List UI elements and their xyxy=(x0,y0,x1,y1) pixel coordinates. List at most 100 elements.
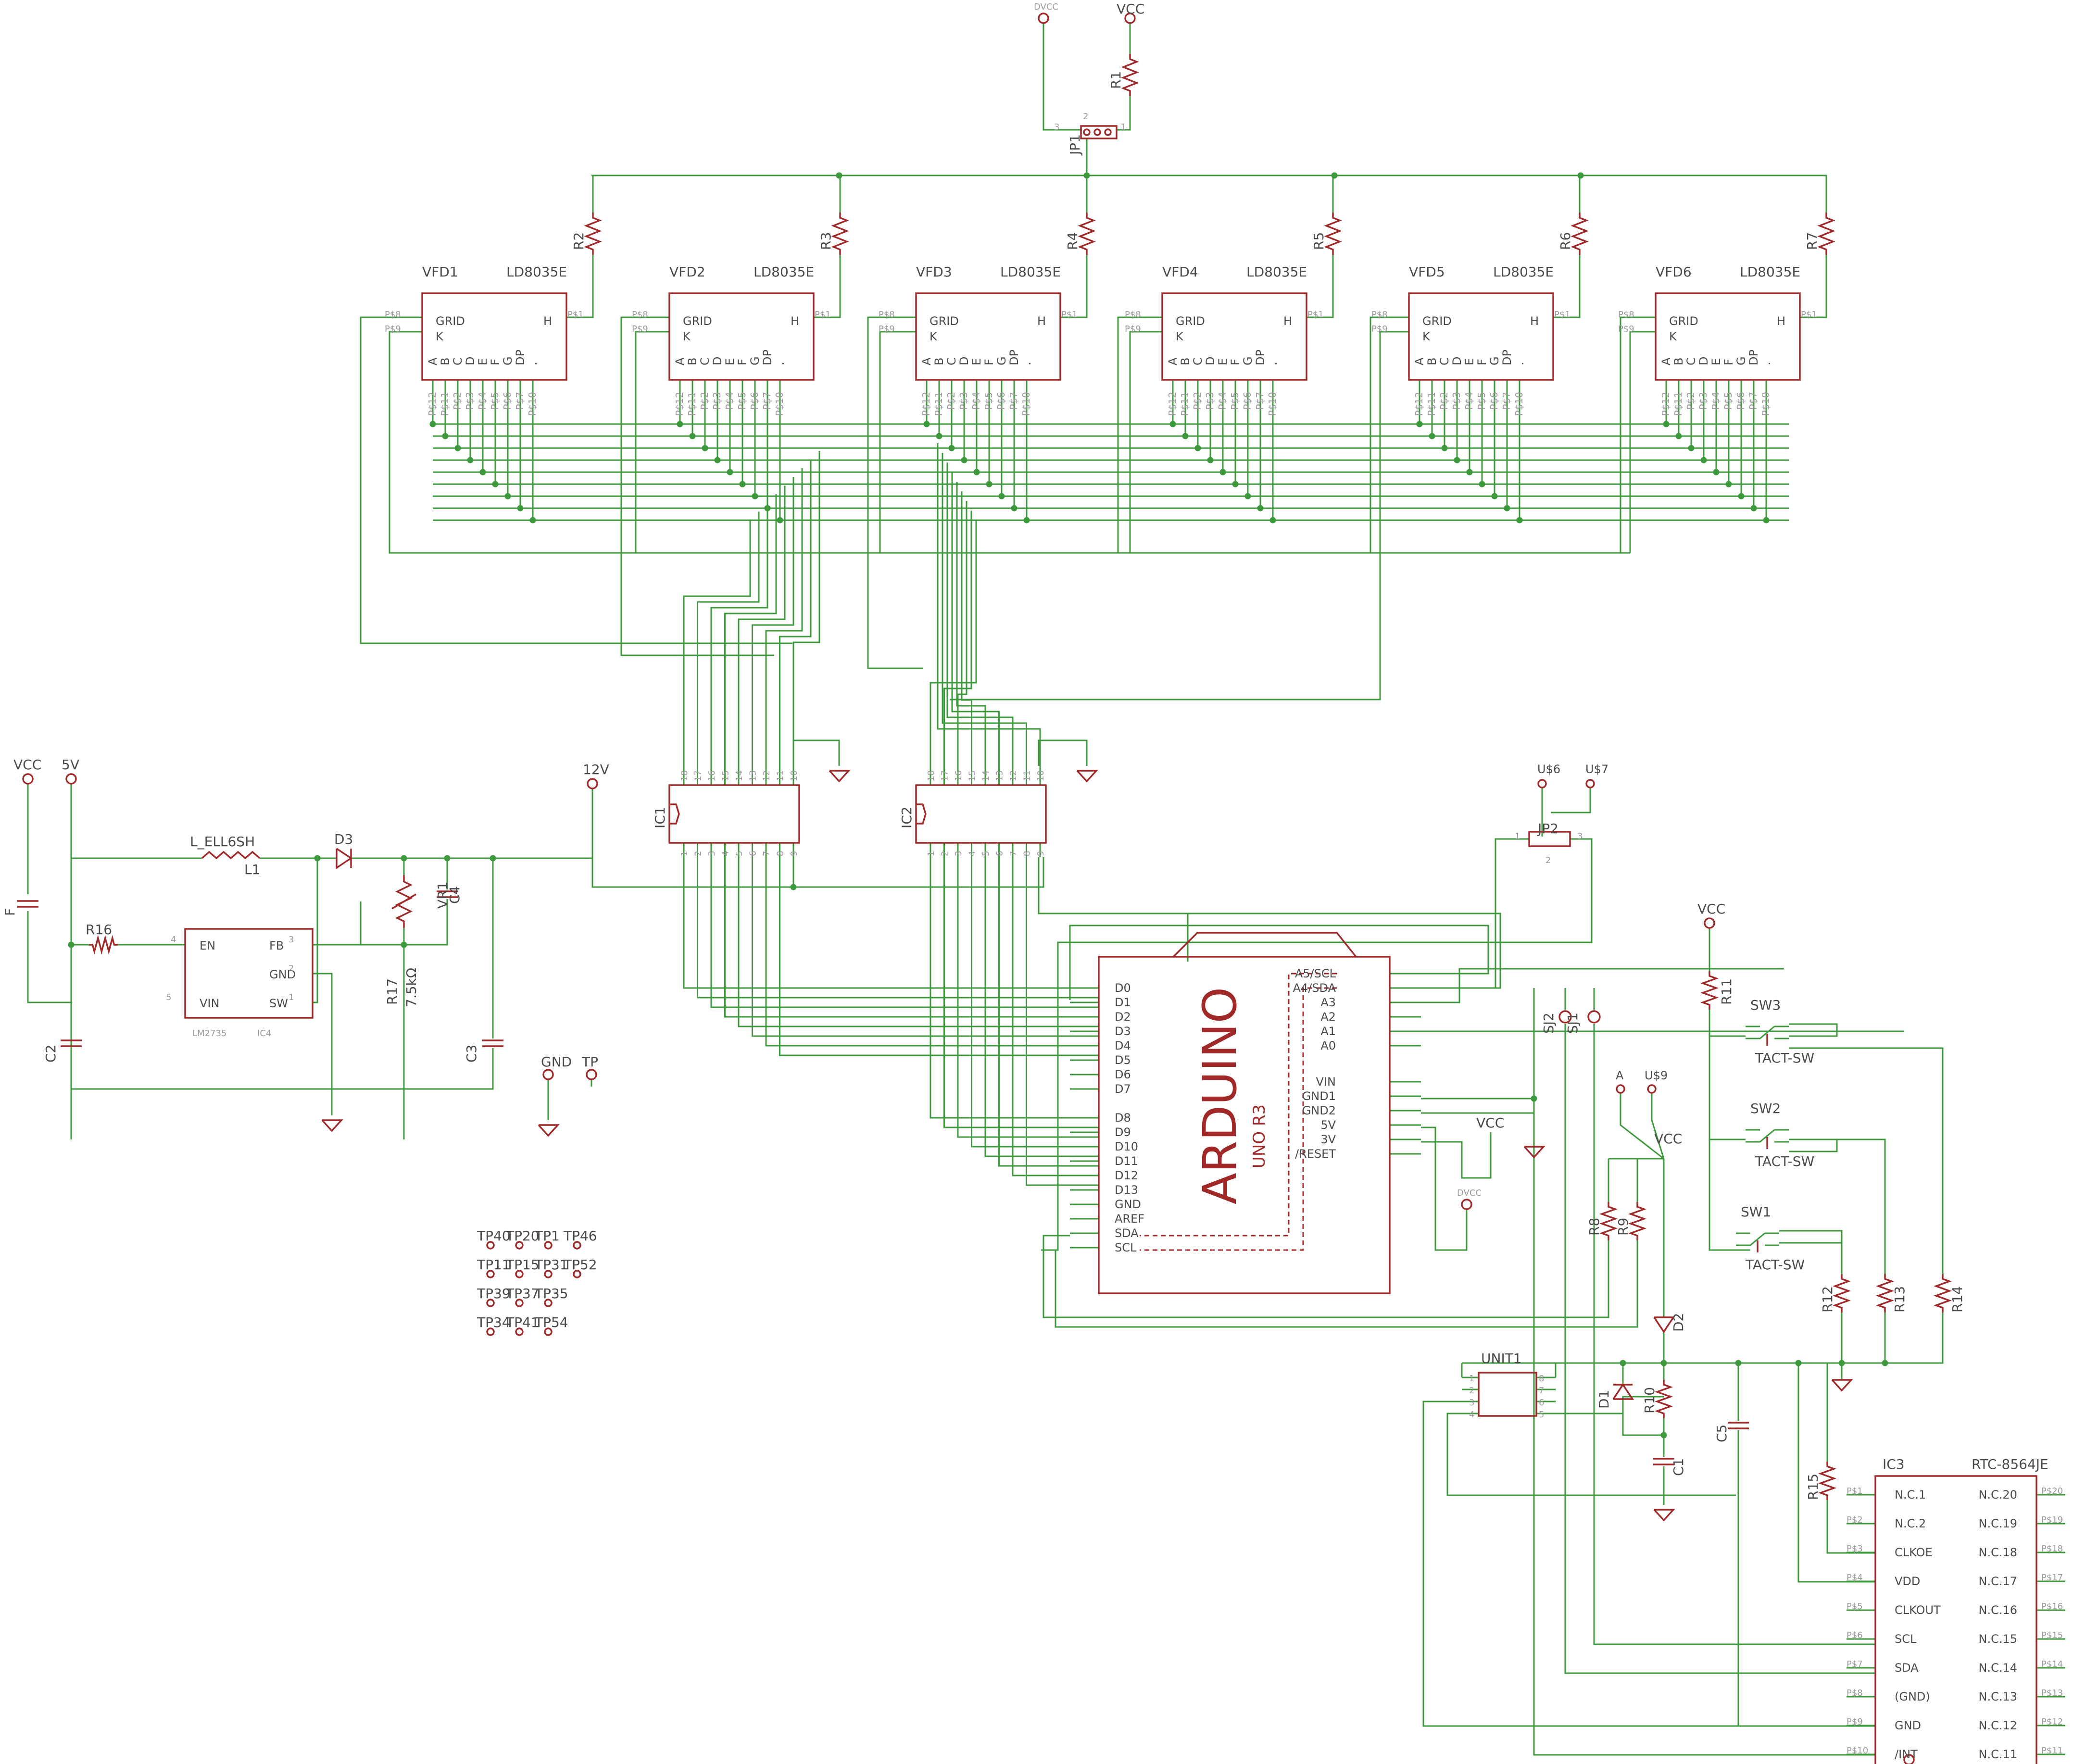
testpoint-label: TP34 xyxy=(477,1314,511,1330)
junction-dot xyxy=(1577,172,1584,179)
r13-resistor xyxy=(1875,1274,1895,1313)
junction-dot xyxy=(444,855,451,862)
ic3-pnum: P$16 xyxy=(2041,1601,2063,1612)
wire xyxy=(683,520,751,766)
wire xyxy=(1055,1240,1638,1328)
ic3-pnum: P$11 xyxy=(2041,1746,2063,1756)
jp2-pin: 2 xyxy=(1545,855,1551,865)
vfd-seg-label: F xyxy=(1229,359,1242,365)
junction-dot xyxy=(727,469,733,475)
vfd-seg-label: . xyxy=(773,362,787,365)
jp2-label: JP2 xyxy=(1537,821,1558,837)
ic3-pin-left: N.C.1 xyxy=(1895,1488,1926,1501)
junction-dot xyxy=(401,941,407,948)
testpoint-circle xyxy=(544,1299,553,1307)
vfd-resistor-label: R4 xyxy=(1065,232,1080,250)
unit1-pin: 5 xyxy=(1539,1410,1544,1420)
vfd-bottom-pin: P$2 xyxy=(945,392,957,410)
u6-circle xyxy=(1537,779,1547,788)
unit1-label: UNIT1 xyxy=(1481,1351,1522,1366)
vfd-bottom-pin: P$12 xyxy=(674,392,685,416)
wire xyxy=(792,739,840,766)
arduino-pin-right: A1 xyxy=(1320,1025,1336,1038)
vfd-seg-label: C xyxy=(698,357,712,365)
IC2-pin-top: 18 xyxy=(926,770,936,781)
d3-diode xyxy=(336,848,353,870)
IC2-pin-bot: 4 xyxy=(967,851,978,856)
junction-dot xyxy=(1675,433,1682,439)
junction-dot xyxy=(689,433,696,439)
vfd-body xyxy=(421,292,567,381)
wire xyxy=(1789,1138,1886,1274)
IC1-pin-bot: 9 xyxy=(789,851,799,856)
ic4-fb: FB xyxy=(269,939,284,952)
vfd-bottom-pin: P$10 xyxy=(1267,392,1278,416)
wire xyxy=(683,857,1099,989)
wire xyxy=(1789,1139,1838,1152)
sw-type: TACT-SW xyxy=(1755,1050,1814,1066)
vcc-circle xyxy=(1124,13,1136,24)
vfd-bottom-pin: P$11 xyxy=(1672,392,1684,416)
junction-dot xyxy=(529,517,536,524)
arduino-pin-left: SCL xyxy=(1115,1241,1137,1254)
arduino-vcc: VCC xyxy=(1476,1115,1504,1131)
vfd-bottom-pin: P$7 xyxy=(1008,392,1019,410)
arduino-pin-right: VIN xyxy=(1316,1075,1336,1088)
IC1-pin-top: 17 xyxy=(693,770,704,781)
testpoint-circle xyxy=(515,1270,524,1278)
IC2-label: IC2 xyxy=(899,806,915,828)
wire xyxy=(779,857,1099,1056)
ic3-pnum: P$18 xyxy=(2041,1544,2063,1554)
ic4-gnd: GND xyxy=(269,968,296,981)
vfd-bottom-pin: P$5 xyxy=(1476,392,1487,410)
IC2-pin-top: 15 xyxy=(967,770,978,781)
IC2-pin-top: 12 xyxy=(1008,770,1018,781)
testpoint-circle xyxy=(544,1327,553,1336)
wire xyxy=(961,491,972,766)
vfd-bottom-pin: P$11 xyxy=(933,392,944,416)
vfd-bottom-pin: P$3 xyxy=(711,392,723,410)
vfd-bottom-pin: P$10 xyxy=(774,392,785,416)
vfd-bottom-pin: P$3 xyxy=(464,392,476,410)
wires xyxy=(27,23,2065,1756)
ground-symbol xyxy=(1523,1146,1545,1159)
wire xyxy=(792,857,1044,888)
testpoint-label: TP40 xyxy=(477,1228,511,1244)
ic4-name: LM2735 xyxy=(192,1028,226,1038)
wire xyxy=(1446,1413,1736,1496)
arduino-pin-right: A3 xyxy=(1320,996,1336,1009)
vfd-seg-label: E xyxy=(970,358,983,365)
wire xyxy=(930,520,977,766)
wire xyxy=(752,857,1099,1037)
r8-label: R8 xyxy=(1586,1218,1602,1236)
ic3-pnum: P$14 xyxy=(2041,1659,2063,1669)
vcc-label-mid: VCC xyxy=(1654,1131,1682,1147)
wire xyxy=(1188,913,1501,989)
IC1-pin-top: 15 xyxy=(721,770,731,781)
c3-label: C3 xyxy=(464,1045,479,1063)
ground-symbol xyxy=(538,1124,560,1137)
vfd-seg-label: B xyxy=(686,358,699,365)
wire xyxy=(1800,255,1827,318)
wire xyxy=(937,443,1041,766)
wire xyxy=(697,512,760,766)
ic4-pin: 3 xyxy=(289,935,294,945)
wire xyxy=(313,858,318,1003)
gnd-label: GND xyxy=(541,1054,572,1070)
arduino-pin-left: D3 xyxy=(1115,1025,1131,1038)
r17-label: R17 xyxy=(384,978,400,1005)
testpoint-label: TP46 xyxy=(563,1228,597,1244)
vfd-bottom-pin: P$3 xyxy=(1204,392,1216,410)
IC1-pin-bot: 8 xyxy=(776,851,786,856)
ps-vcc: VCC xyxy=(13,757,41,773)
12v-label: 12V xyxy=(583,762,609,777)
ic4-sw: SW xyxy=(269,997,288,1010)
testpoint-circle xyxy=(486,1241,495,1250)
ic3-pin-right: N.C.11 xyxy=(1978,1748,2017,1761)
vfd-bottom-pin: P$3 xyxy=(1697,392,1709,410)
junction-dot xyxy=(314,855,321,862)
IC2-notch xyxy=(916,803,927,825)
c1-label: C1 xyxy=(1671,1458,1686,1476)
f-label: F xyxy=(2,908,18,916)
